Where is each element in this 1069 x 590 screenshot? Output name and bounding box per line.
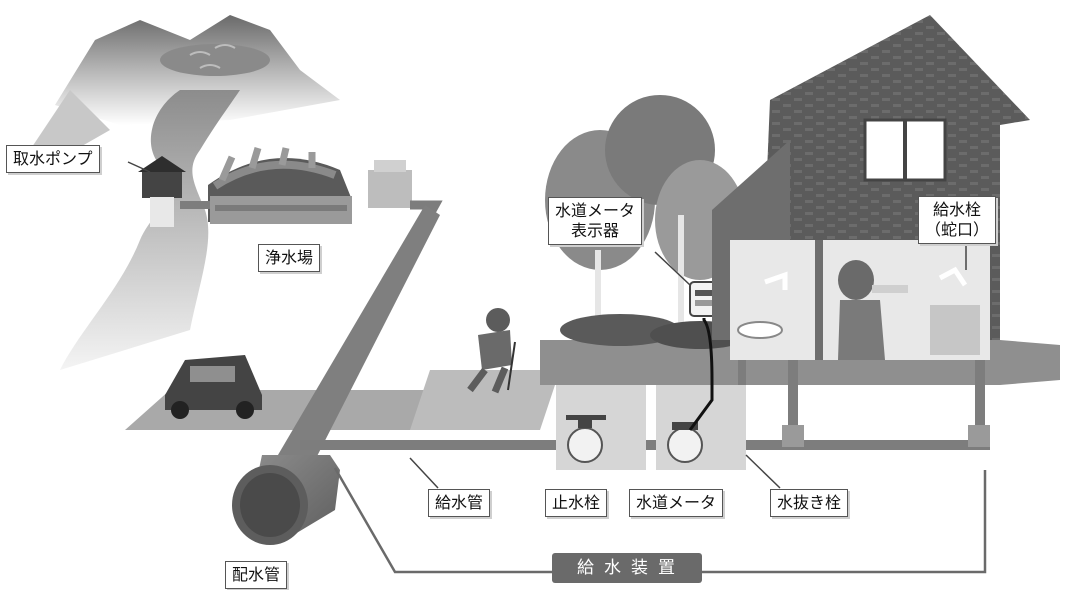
valve-boxes	[556, 385, 746, 470]
label-purification-plant: 浄水場	[258, 244, 321, 272]
purification-plant	[208, 146, 412, 224]
label-meter-display: 水道メータ 表示器	[548, 197, 643, 245]
label-faucet: 給水栓 （蛇口）	[918, 196, 997, 244]
label-stop-valve: 止水栓	[545, 489, 608, 517]
label-service-pipe: 給水管	[428, 489, 491, 517]
water-meter	[667, 427, 703, 463]
label-drain-valve: 水抜き栓	[770, 489, 849, 517]
label-water-meter: 水道メータ	[629, 489, 724, 517]
leader-lines	[127, 161, 967, 489]
intake-pump	[138, 156, 186, 227]
ground	[125, 340, 1060, 430]
label-intake-pump: 取水ポンプ	[6, 145, 100, 173]
car	[165, 355, 262, 419]
river	[60, 90, 240, 370]
label-distribution-main: 配水管	[225, 561, 288, 589]
supply-bracket-line	[333, 467, 987, 574]
stop-valve	[567, 427, 603, 463]
supply-equipment-bracket-label: 給水装置	[552, 553, 702, 583]
elderly-person	[467, 308, 516, 394]
house	[712, 15, 1030, 360]
